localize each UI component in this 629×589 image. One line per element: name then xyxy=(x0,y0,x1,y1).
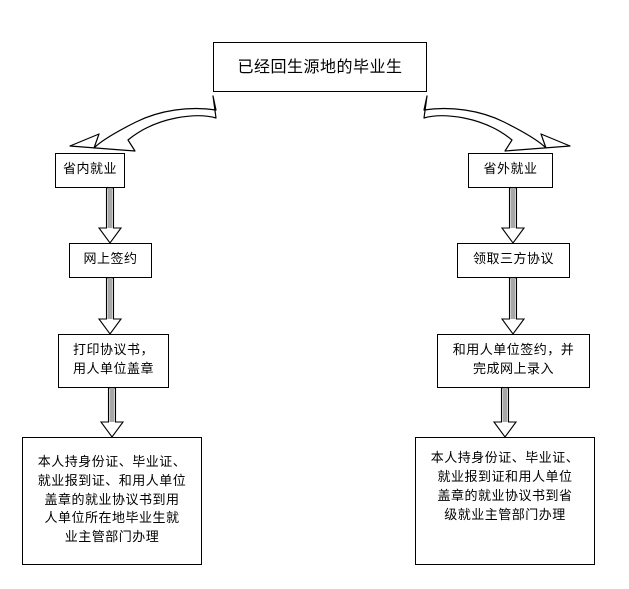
node-root[interactable]: 已经回生源地的毕业生 xyxy=(213,42,427,92)
arrow-online-sign-to-print-agreement xyxy=(97,277,123,335)
node-sign-employer[interactable]: 和用人单位签约，并 完成网上录入 xyxy=(437,334,590,388)
node-get-agreement[interactable]: 领取三方协议 xyxy=(457,243,570,278)
arrow-print-agreement-to-local-bureau xyxy=(99,387,125,438)
arrow-in-province-to-online-sign xyxy=(97,187,123,244)
curved-arrow-to-in-province xyxy=(69,95,217,152)
node-in-province[interactable]: 省内就业 xyxy=(55,153,125,188)
arrow-sign-employer-to-provincial-bureau xyxy=(492,387,518,438)
arrow-get-agreement-to-sign-employer xyxy=(500,277,526,335)
arrow-out-province-to-get-agreement xyxy=(500,187,526,244)
curved-arrow-to-out-province xyxy=(423,95,571,152)
node-out-province[interactable]: 省外就业 xyxy=(468,153,553,188)
node-online-sign[interactable]: 网上签约 xyxy=(69,243,152,278)
node-print-agreement[interactable]: 打印协议书， 用人单位盖章 xyxy=(58,334,169,388)
node-local-bureau[interactable]: 本人持身份证、毕业证、 就业报到证、和用人单位 盖章的就业协议书到用 人单位所在… xyxy=(22,437,202,565)
node-provincial-bureau[interactable]: 本人持身份证、毕业证、 就业报到证和用人单位 盖章的就业协议书到省 级就业主管部… xyxy=(415,437,595,565)
